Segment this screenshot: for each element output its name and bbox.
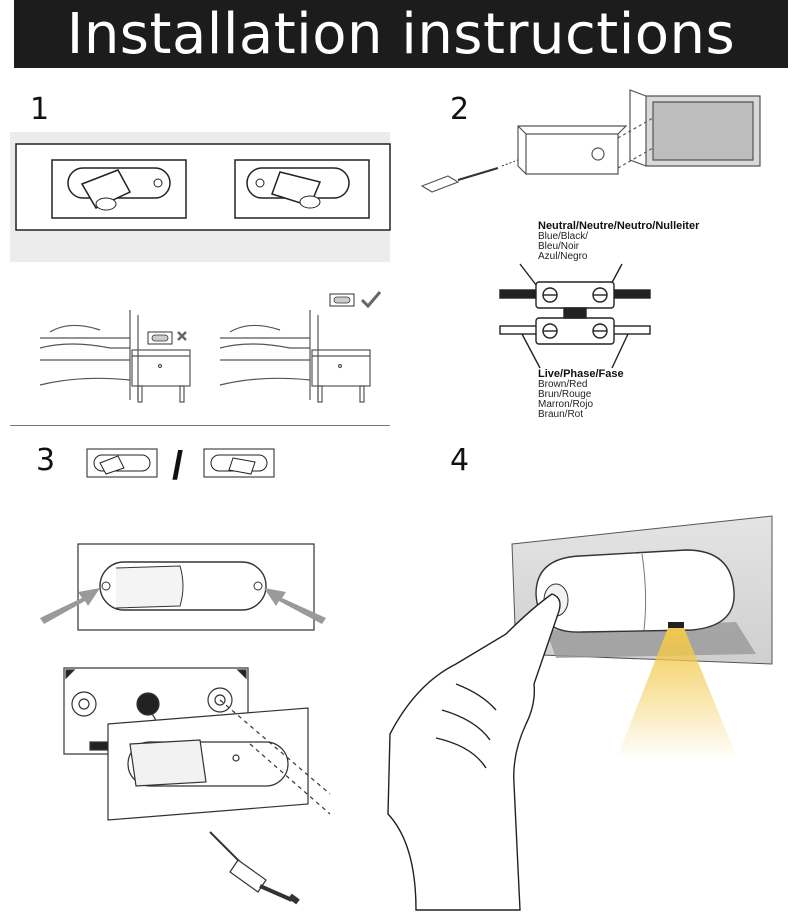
step1-lamp-left [51,159,187,219]
title-banner: Installation instructions [14,0,788,68]
live-color-2: Brun/Rouge [538,389,592,400]
step-number-4: 4 [450,443,470,478]
option-separator: / [172,444,184,488]
live-labels: Live/Phase/Fase Brown/Red Brun/Rouge Mar… [538,368,758,420]
step1-lamp-right [234,159,370,219]
step1-bedroom-scenes-illustration [39,291,382,403]
step1-lamp-high [329,293,355,307]
neutral-color-1: Blue/Black/ [538,231,589,242]
wiring-diagram: Neutral/Neutre/Neutro/Nulleiter Blue/Bla… [538,220,758,262]
step3-mounting-illustration [63,667,331,905]
arrow-right-icon [264,588,326,624]
step-number-3: 3 [36,443,56,478]
neutral-color-2: Bleu/Noir [538,241,580,252]
cross-icon [177,331,187,341]
light-beam [616,628,738,760]
live-label: Live/Phase/Fase [538,368,624,380]
divider-step1 [10,425,390,426]
check-icon [360,291,382,309]
arrow-left-icon [40,588,100,624]
hand-finger-pointer [387,593,561,911]
step3-lamp-option-left [86,448,158,478]
step2-mounting-box-illustration [420,89,761,193]
live-color-3: Marron/Rojo [538,399,594,410]
step4-touch-light-illustration [387,515,773,911]
neutral-label: Neutral/Neutre/Neutro/Nulleiter [538,220,700,232]
step-number-1: 1 [30,92,50,127]
step3-remove-cover-illustration [40,543,326,631]
terminal-block-illustration [499,263,651,369]
live-color-1: Brown/Red [538,379,588,390]
step-number-2: 2 [450,92,470,127]
step3-lamp-option-right [203,448,275,478]
neutral-color-3: Azul/Negro [538,251,588,262]
live-color-4: Braun/Rot [538,409,584,420]
step1-wall-panel-illustration [10,132,391,262]
step1-lamp-low [147,331,173,345]
page-title: Installation instructions [66,1,736,67]
